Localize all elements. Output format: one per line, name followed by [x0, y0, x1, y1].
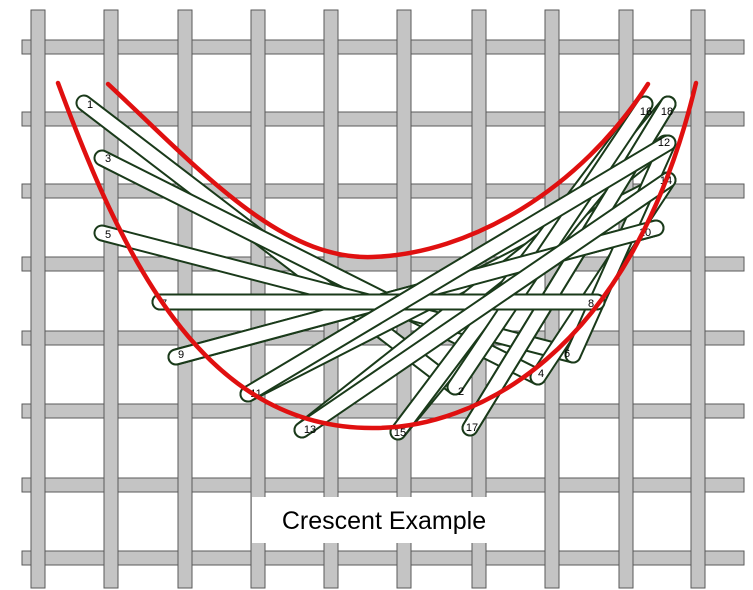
stitch-number-label: 6 [564, 348, 570, 360]
caption-background [252, 497, 512, 543]
grid-vertical-thread [30, 9, 46, 589]
stitch-fill [448, 97, 652, 394]
stitch-number-label: 4 [538, 368, 544, 380]
grid-horizontal-thread [21, 111, 745, 127]
stitch-number-label: 8 [588, 298, 594, 310]
inner-crescent-guide-curve [105, 81, 651, 260]
diagram-caption: Crescent Example [282, 507, 486, 535]
stitch-fill [566, 136, 675, 362]
stitch-number-label: 5 [105, 229, 111, 241]
stitch-number-label: 13 [304, 424, 316, 436]
grid-horizontal-thread [21, 550, 745, 566]
stitch-fill [295, 173, 675, 437]
stitch-number-label: 3 [105, 153, 111, 165]
grid-horizontal-thread [21, 477, 745, 493]
stitch-number-label: 9 [178, 349, 184, 361]
stitch-number-label: 16 [640, 106, 652, 118]
grid-horizontal-thread [21, 39, 745, 55]
grid-horizontal-thread [21, 403, 745, 419]
stitch-number-label: 17 [466, 422, 478, 434]
stitch-2 [446, 95, 654, 396]
stitch-number-label: 12 [658, 137, 670, 149]
stitch-number-label: 15 [394, 427, 406, 439]
grid-horizontal-thread [21, 256, 745, 272]
grid-vertical-thread [103, 9, 119, 589]
stitch-12 [239, 134, 677, 403]
grid-vertical-thread [690, 9, 706, 589]
stitch-number-label: 1 [87, 99, 93, 111]
stitch-14 [293, 171, 677, 439]
stitch-number-label: 2 [458, 386, 464, 398]
outer-crescent-guide-curve [55, 80, 699, 431]
stitch-number-label: 18 [661, 106, 673, 118]
stitch-6 [564, 134, 677, 364]
grid-vertical-thread [618, 9, 634, 589]
stitch-fill [241, 136, 675, 401]
